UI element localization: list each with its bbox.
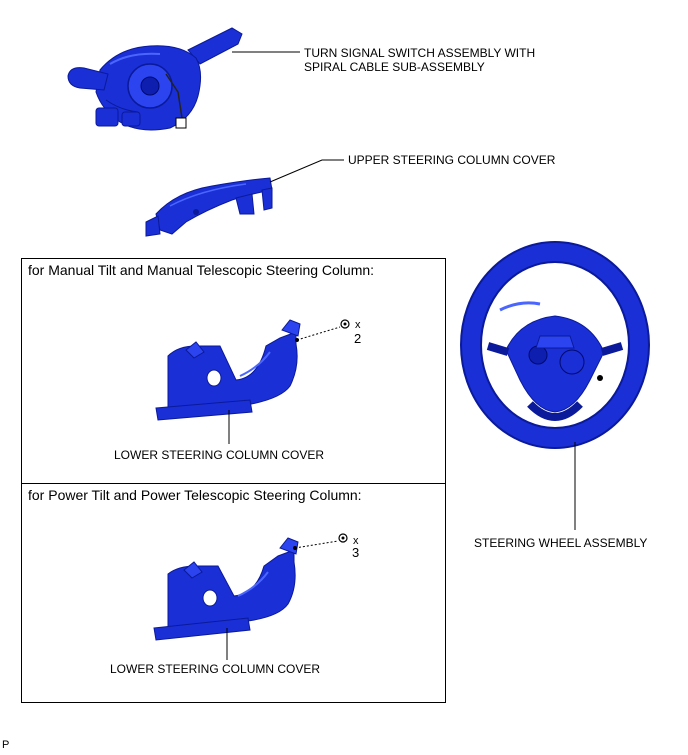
upper-cover-label: UPPER STEERING COLUMN COVER	[348, 153, 556, 167]
lower-cover-manual-label: LOWER STEERING COLUMN COVER	[114, 448, 325, 462]
upper-cover-illustration	[145, 177, 273, 237]
corner-mark: P	[2, 739, 10, 751]
screw-icon	[338, 533, 348, 543]
power-screw-x: x	[353, 535, 359, 547]
power-tilt-title: for Power Tilt and Power Telescopic Stee…	[28, 487, 362, 503]
power-tilt-box	[21, 483, 446, 703]
manual-tilt-title: for Manual Tilt and Manual Telescopic St…	[28, 262, 375, 278]
lower-cover-manual-illustration	[155, 319, 301, 421]
turn-signal-label-line2: SPIRAL CABLE SUB-ASSEMBLY	[304, 60, 485, 74]
turn-signal-switch-illustration	[67, 27, 243, 131]
manual-screw-count: 2	[354, 331, 362, 346]
power-screw-count: 3	[352, 545, 360, 560]
manual-screw-x: x	[355, 319, 361, 331]
steering-wheel-illustration	[460, 241, 650, 449]
steering-wheel-label: STEERING WHEEL ASSEMBLY	[474, 536, 648, 550]
lower-cover-power-illustration	[153, 537, 299, 641]
turn-signal-label-line1: TURN SIGNAL SWITCH ASSEMBLY WITH	[304, 46, 536, 60]
screw-icon	[340, 319, 350, 329]
lower-cover-power-label: LOWER STEERING COLUMN COVER	[110, 662, 321, 676]
